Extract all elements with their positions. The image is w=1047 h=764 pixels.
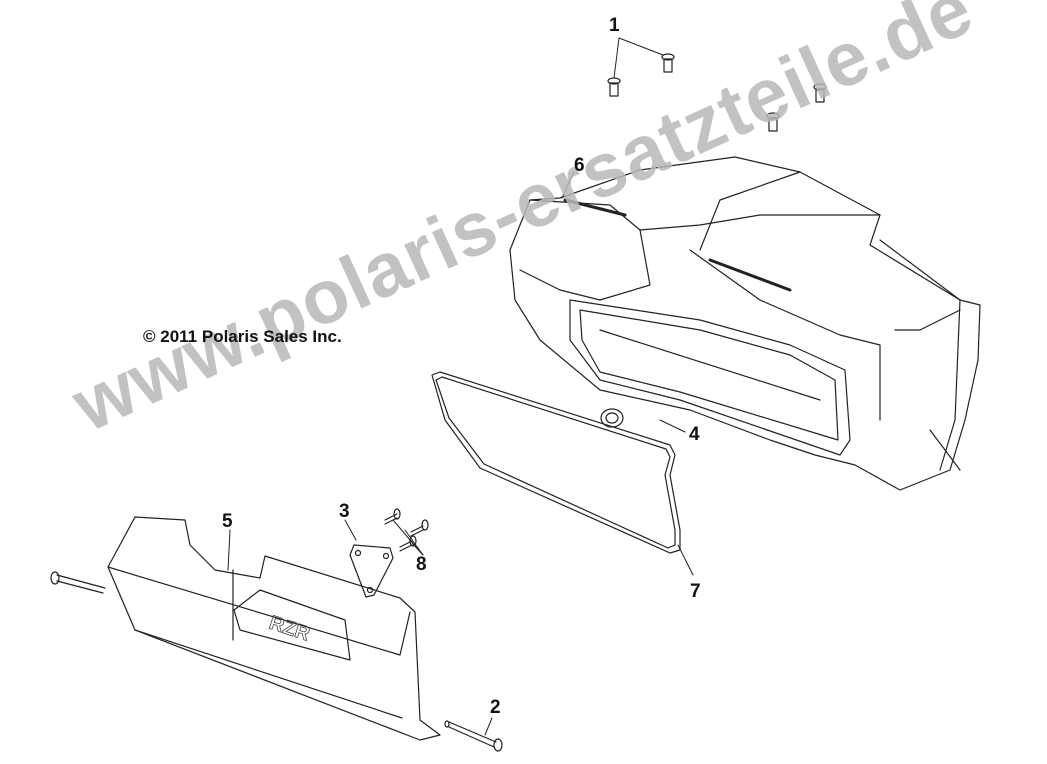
- callout-6: 6: [574, 155, 585, 176]
- hinge-pin-icon: [50, 571, 503, 752]
- callout-7: 7: [690, 581, 701, 602]
- callout-1: 1: [609, 15, 620, 36]
- callout-3: 3: [339, 501, 350, 522]
- bracket-plate: [349, 544, 394, 598]
- callout-8: 8: [416, 554, 427, 575]
- callout-4: 4: [689, 424, 700, 445]
- door-logo: RZR: [266, 612, 312, 646]
- glove-box-housing: [509, 156, 981, 491]
- leader-lines: [227, 37, 694, 736]
- callout-2: 2: [490, 697, 501, 718]
- copyright-notice: © 2011 Polaris Sales Inc.: [143, 327, 342, 346]
- screw-icon: [384, 508, 429, 552]
- callout-5: 5: [222, 511, 233, 532]
- screw-icon: [607, 53, 827, 132]
- door-seal: [431, 371, 681, 554]
